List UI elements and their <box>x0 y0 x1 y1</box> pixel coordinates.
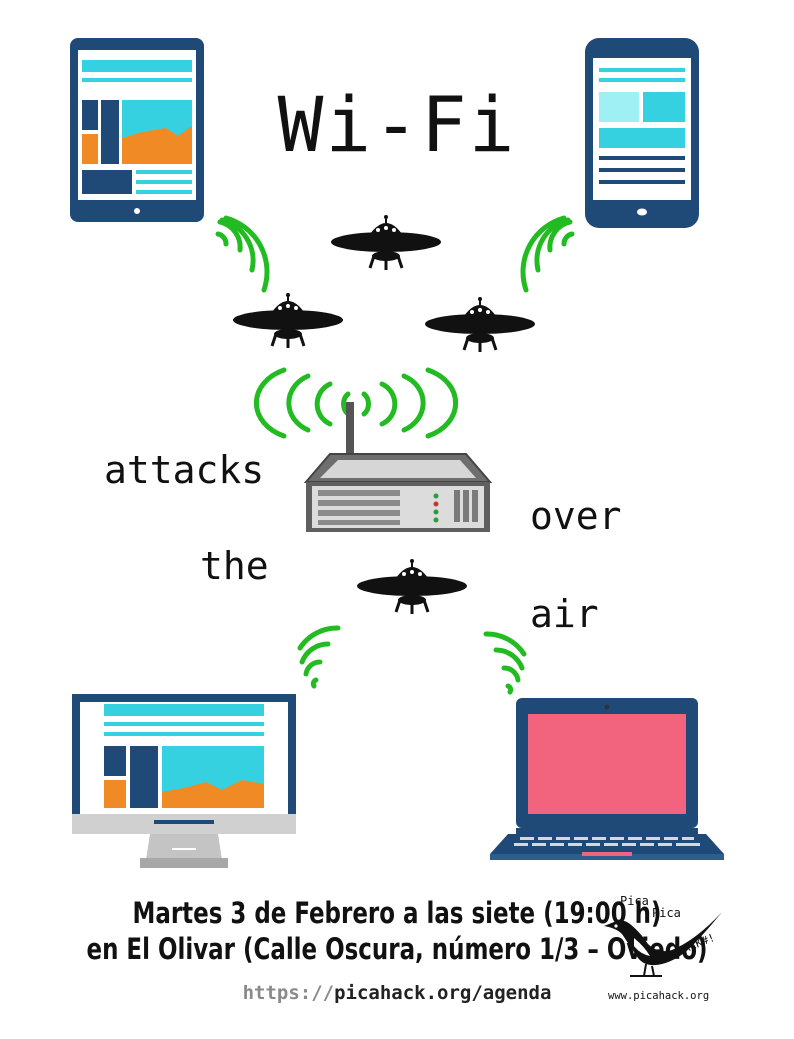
event-date-line: Martes 3 de Febrero a las siete (19:00 h… <box>132 896 662 930</box>
wifi-signal-icon <box>520 215 575 293</box>
ufo-icon <box>425 297 535 352</box>
tablet-icon <box>70 38 204 222</box>
router-signal-icon <box>253 367 459 439</box>
word-attacks: attacks <box>104 448 265 492</box>
desktop-monitor-icon <box>72 694 296 868</box>
event-location-line: en El Olivar (Calle Oscura, número 1/3 –… <box>86 932 708 966</box>
url-protocol: https:// <box>242 982 335 1004</box>
url-path: picahack.org/agenda <box>334 982 552 1004</box>
wifi-signal-icon <box>215 215 270 293</box>
logo-text-pica-1: Pica <box>620 894 649 908</box>
picahack-logo: Pica Pica HACK#! www.picahack.org <box>600 892 730 1008</box>
page-title: Wi-Fi <box>277 80 517 169</box>
wifi-signal-icon <box>483 631 527 695</box>
magpie-icon <box>604 912 722 977</box>
smartphone-icon <box>585 38 699 228</box>
word-air: air <box>530 592 599 636</box>
ufo-icon <box>331 215 441 270</box>
ufo-icon <box>357 559 467 614</box>
logo-website: www.picahack.org <box>608 990 710 1002</box>
word-over: over <box>530 494 622 538</box>
ufo-icon <box>233 293 343 348</box>
wifi-signal-icon <box>297 625 341 689</box>
event-details: Martes 3 de Febrero a las siete (19:00 h… <box>48 895 747 967</box>
router-icon <box>303 402 493 532</box>
laptop-icon <box>490 698 724 860</box>
logo-text-pica-2: Pica <box>652 906 681 920</box>
word-the: the <box>200 544 269 588</box>
agenda-link[interactable]: https://picahack.org/agenda <box>0 982 794 1004</box>
